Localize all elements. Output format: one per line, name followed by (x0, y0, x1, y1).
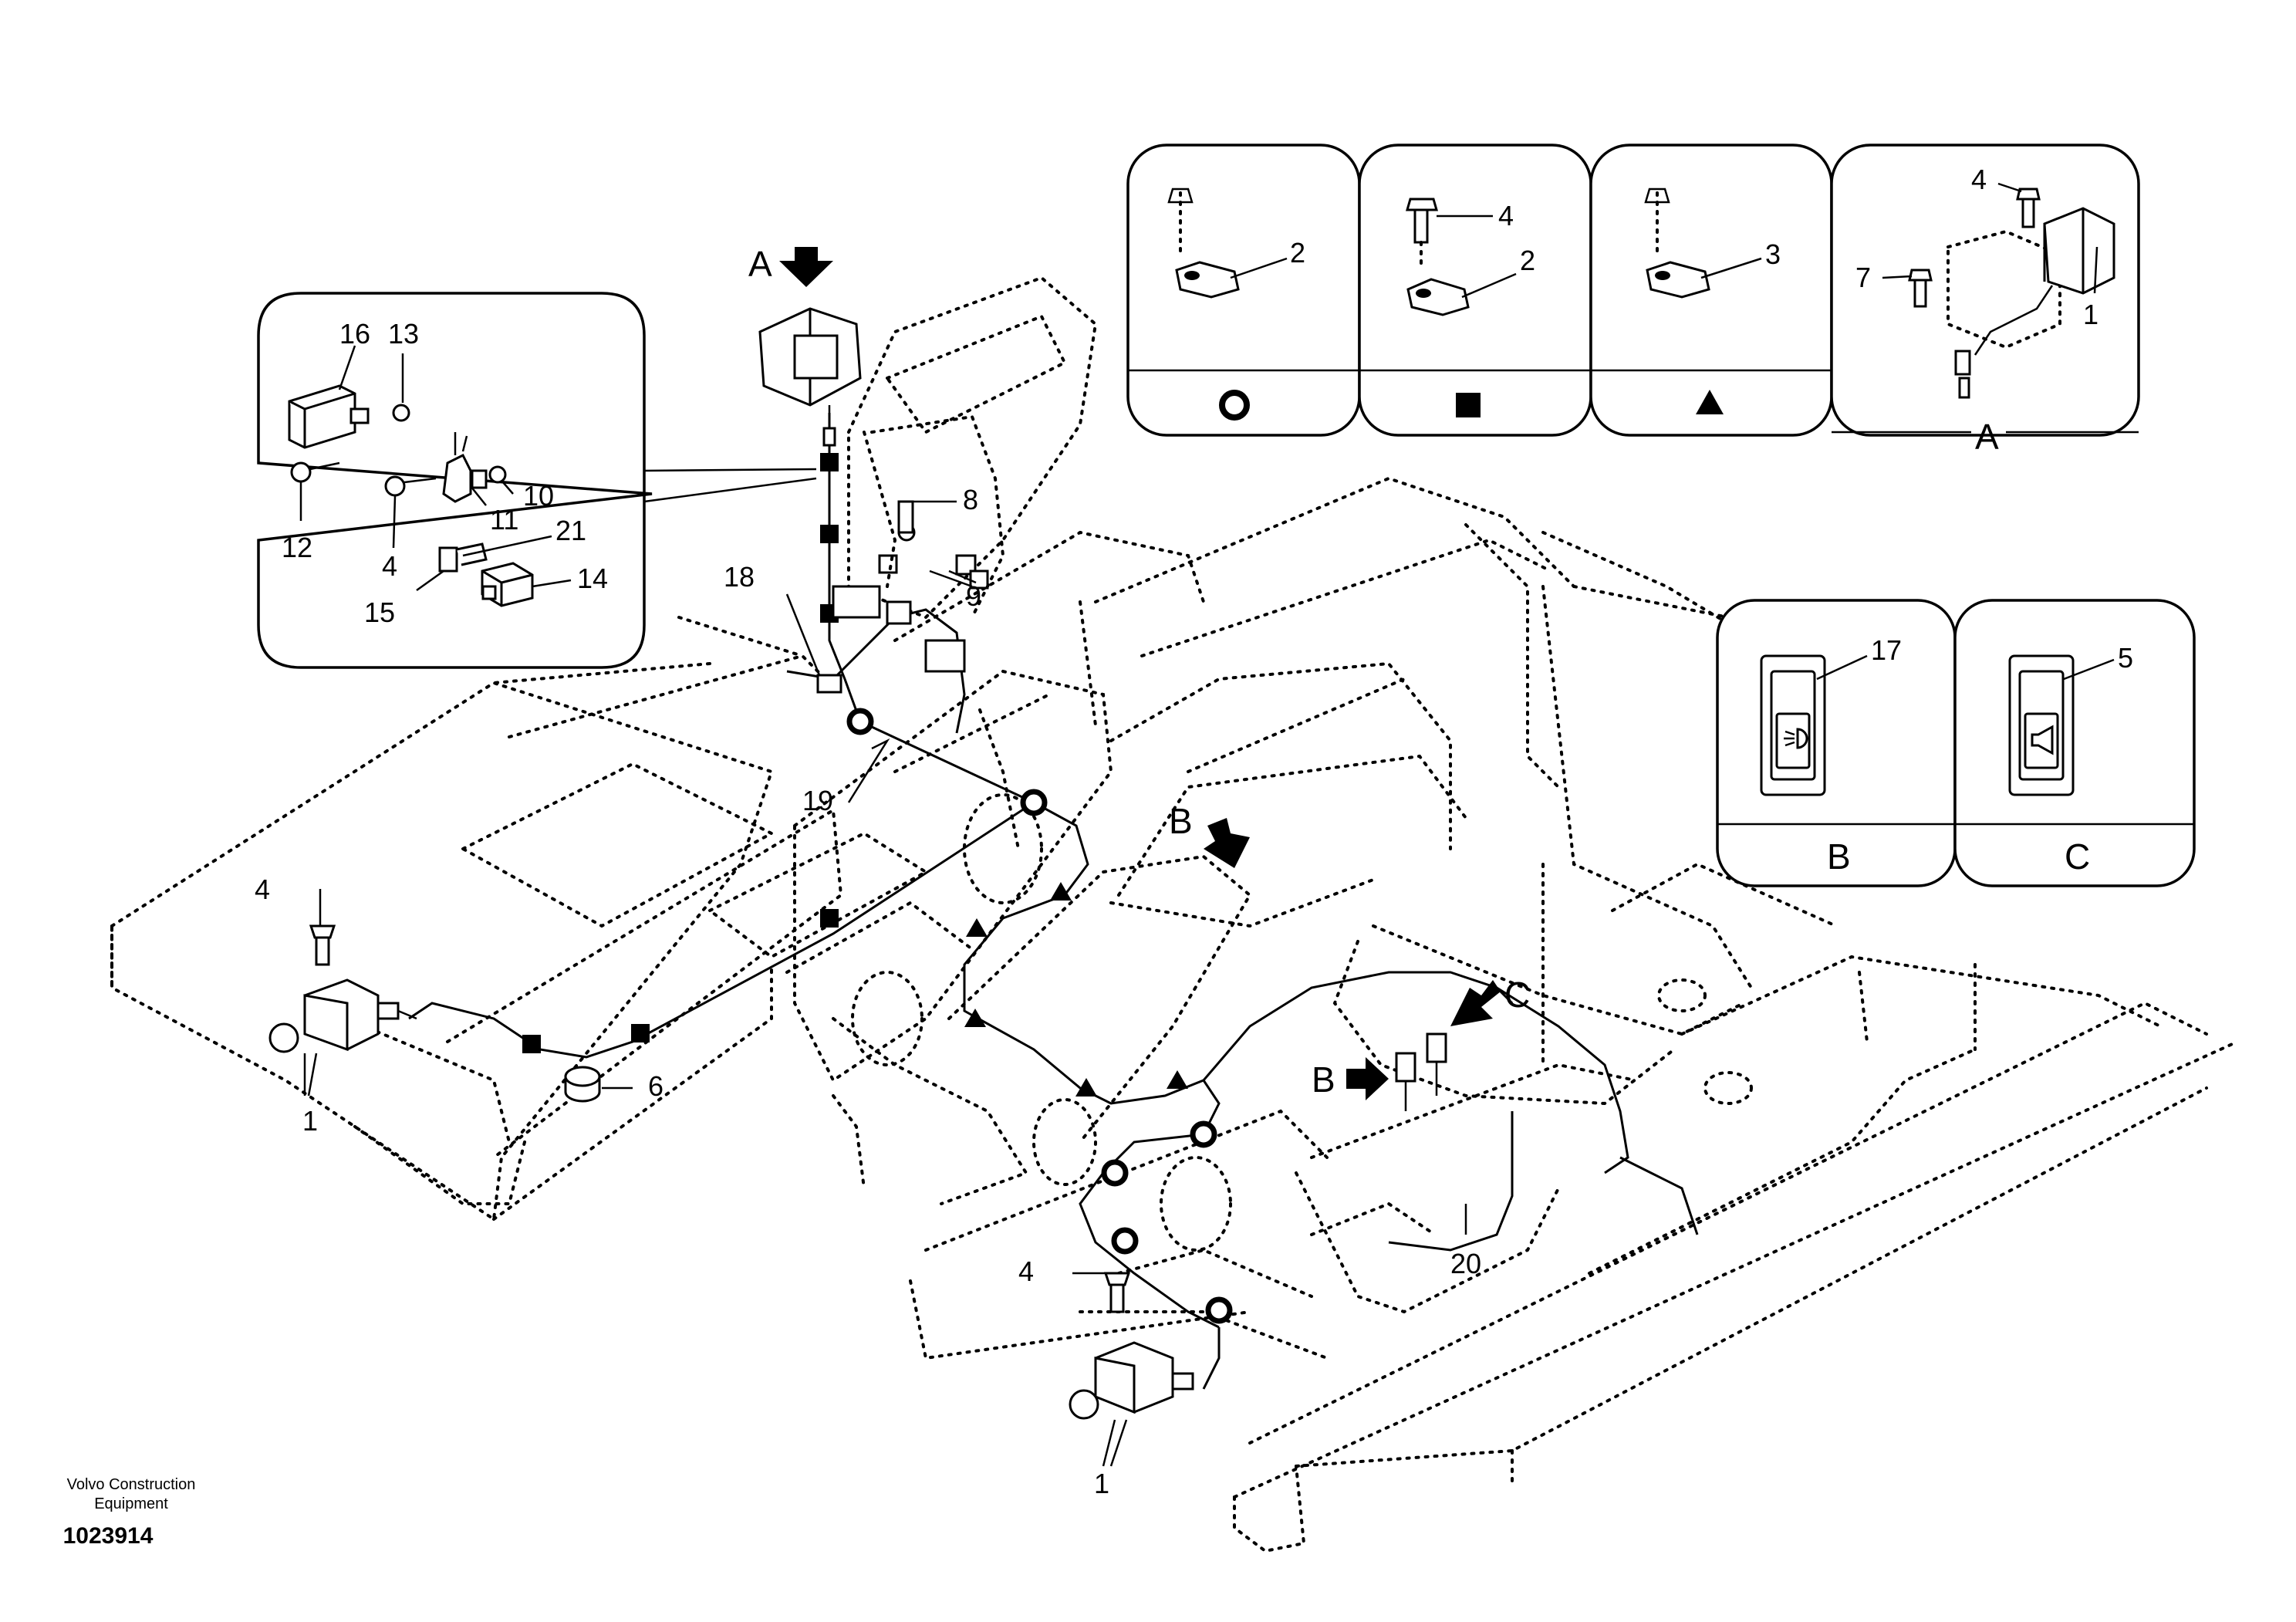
relay-group (816, 414, 1005, 694)
square-clip (631, 1024, 650, 1042)
callout-19: 19 (802, 785, 833, 816)
inset-label-4: 4 (382, 550, 397, 582)
arrow-C-icon (1450, 980, 1501, 1026)
panel-A-caption: A (1975, 417, 1999, 457)
arrow-B-icon (1346, 1057, 1389, 1100)
view-marker-B: B (1312, 1059, 1335, 1100)
panel-A-label-4: 4 (1971, 164, 1987, 195)
panel-C-label-5: 5 (2118, 642, 2133, 674)
inset-label-14: 14 (577, 563, 608, 594)
panel-B-label-17: 17 (1871, 634, 1902, 666)
triangle-clip (1167, 1070, 1188, 1089)
arrow-B-top-icon (1204, 818, 1250, 868)
footer: Volvo Construction Equipment 1023914 (63, 1476, 196, 1549)
triangle-clip (964, 1009, 986, 1027)
horn (758, 307, 862, 447)
circle-clip (1101, 1159, 1129, 1187)
company-name-line1: Volvo Construction (67, 1476, 196, 1493)
callout-4-right: 4 (1018, 1255, 1034, 1287)
circle-clip (1020, 789, 1048, 816)
panel-square-label-4: 4 (1498, 200, 1514, 231)
triangle-symbol (1696, 390, 1724, 414)
detail-panel-square: 4 2 (1358, 144, 1592, 437)
detail-panel-circle: 2 (1126, 144, 1361, 437)
square-clip (820, 525, 839, 543)
view-marker-C: C (1504, 975, 1530, 1015)
inset-label-15: 15 (364, 596, 395, 628)
inset-label-12: 12 (282, 532, 312, 563)
square-clip (820, 909, 839, 928)
work-lamp-left (268, 924, 417, 1053)
view-marker-A: A (748, 244, 772, 284)
company-name-line2: Equipment (94, 1495, 168, 1512)
callout-1-left: 1 (302, 1105, 318, 1137)
square-clip (522, 1035, 541, 1053)
grommet (564, 1066, 601, 1103)
detail-panel-triangle: 3 (1589, 144, 1833, 437)
inset-label-11: 11 (490, 504, 518, 536)
cab-switches (1395, 1032, 1447, 1111)
panel-triangle-label-3: 3 (1765, 238, 1781, 270)
callout-1-right: 1 (1094, 1468, 1109, 1499)
circle-clip (846, 708, 874, 735)
circle-clip (1190, 1120, 1217, 1148)
circle-symbol (1219, 390, 1250, 421)
square-symbol (1456, 393, 1481, 417)
callout-8: 8 (963, 484, 978, 515)
machine-frame-outline (110, 275, 2239, 1553)
work-lamp-right (1069, 1272, 1194, 1420)
triangle-clip (1050, 882, 1072, 901)
horn-icon (2031, 725, 2054, 755)
inset-label-16: 16 (339, 318, 370, 350)
inset-label-10: 10 (523, 480, 554, 512)
detail-panel-C: C 5 (1953, 599, 2196, 887)
detail-panel-B: B 17 (1716, 599, 1957, 887)
circle-clip (1205, 1296, 1233, 1324)
main-callouts: 8 9 18 19 4 6 1 4 1 20 (255, 484, 1481, 1499)
panel-A-label-1: 1 (2083, 299, 2098, 330)
panel-A-label-7: 7 (1855, 262, 1871, 293)
circle-clip (1111, 1227, 1139, 1255)
view-marker-B-top: B (1169, 801, 1193, 841)
arrow-A-icon (779, 247, 833, 287)
callout-20: 20 (1450, 1248, 1481, 1279)
callout-4-left: 4 (255, 874, 270, 905)
detail-panel-A: A 4 7 1 (1830, 144, 2140, 457)
callout-18: 18 (724, 561, 755, 593)
callout-9: 9 (966, 580, 981, 612)
panel-C-caption: C (2065, 836, 2090, 877)
square-clip (820, 453, 839, 471)
panel-circle-label-2: 2 (1290, 237, 1305, 269)
triangle-clip (966, 918, 988, 937)
view-markers: A B B C (748, 244, 1530, 1100)
panel-B-caption: B (1827, 836, 1851, 877)
relay-inset: 16 13 10 11 12 4 21 14 15 (257, 292, 817, 669)
inset-label-13: 13 (388, 318, 419, 350)
triangle-clip (1075, 1078, 1097, 1097)
inset-label-21: 21 (555, 515, 586, 546)
work-light-icon (1784, 728, 1808, 749)
callout-6: 6 (648, 1070, 663, 1102)
panel-square-label-2: 2 (1520, 245, 1535, 276)
drawing-number: 1023914 (63, 1523, 154, 1549)
